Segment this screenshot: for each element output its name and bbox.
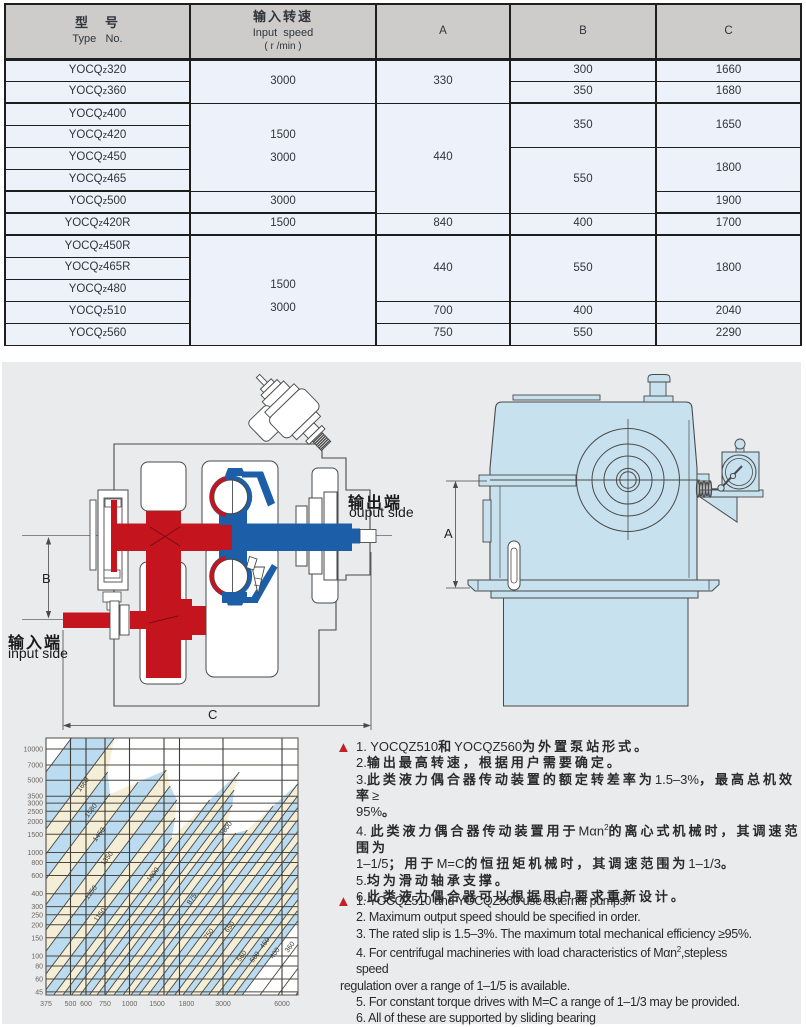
svg-text:500: 500 — [65, 1001, 77, 1008]
svg-text:1000: 1000 — [122, 1001, 138, 1008]
svg-text:A: A — [444, 526, 453, 541]
svg-text:400: 400 — [31, 891, 43, 898]
svg-text:1500: 1500 — [149, 1001, 165, 1008]
svg-text:750: 750 — [99, 1001, 111, 1008]
svg-text:300: 300 — [31, 904, 43, 911]
svg-text:2500: 2500 — [27, 809, 43, 816]
svg-text:200: 200 — [31, 922, 43, 929]
svg-text:7000: 7000 — [27, 763, 43, 770]
svg-text:60: 60 — [35, 977, 43, 984]
svg-text:1500: 1500 — [27, 832, 43, 839]
svg-text:375: 375 — [40, 1001, 52, 1008]
svg-text:1000: 1000 — [27, 850, 43, 857]
svg-text:6000: 6000 — [274, 1001, 290, 1008]
svg-text:150: 150 — [31, 935, 43, 942]
svg-text:2000: 2000 — [27, 819, 43, 826]
svg-text:100: 100 — [31, 954, 43, 961]
svg-text:5000: 5000 — [27, 778, 43, 785]
svg-text:3500: 3500 — [27, 794, 43, 801]
svg-text:45: 45 — [35, 989, 43, 996]
svg-text:10000: 10000 — [24, 747, 44, 754]
svg-text:800: 800 — [31, 860, 43, 867]
svg-text:250: 250 — [31, 912, 43, 919]
svg-text:80: 80 — [35, 964, 43, 971]
svg-text:3000: 3000 — [215, 1001, 231, 1008]
svg-text:3000: 3000 — [27, 801, 43, 808]
svg-text:1800: 1800 — [179, 1001, 195, 1008]
svg-text:600: 600 — [31, 873, 43, 880]
svg-text:C: C — [208, 707, 217, 722]
svg-text:B: B — [42, 571, 51, 586]
svg-text:600: 600 — [80, 1001, 92, 1008]
